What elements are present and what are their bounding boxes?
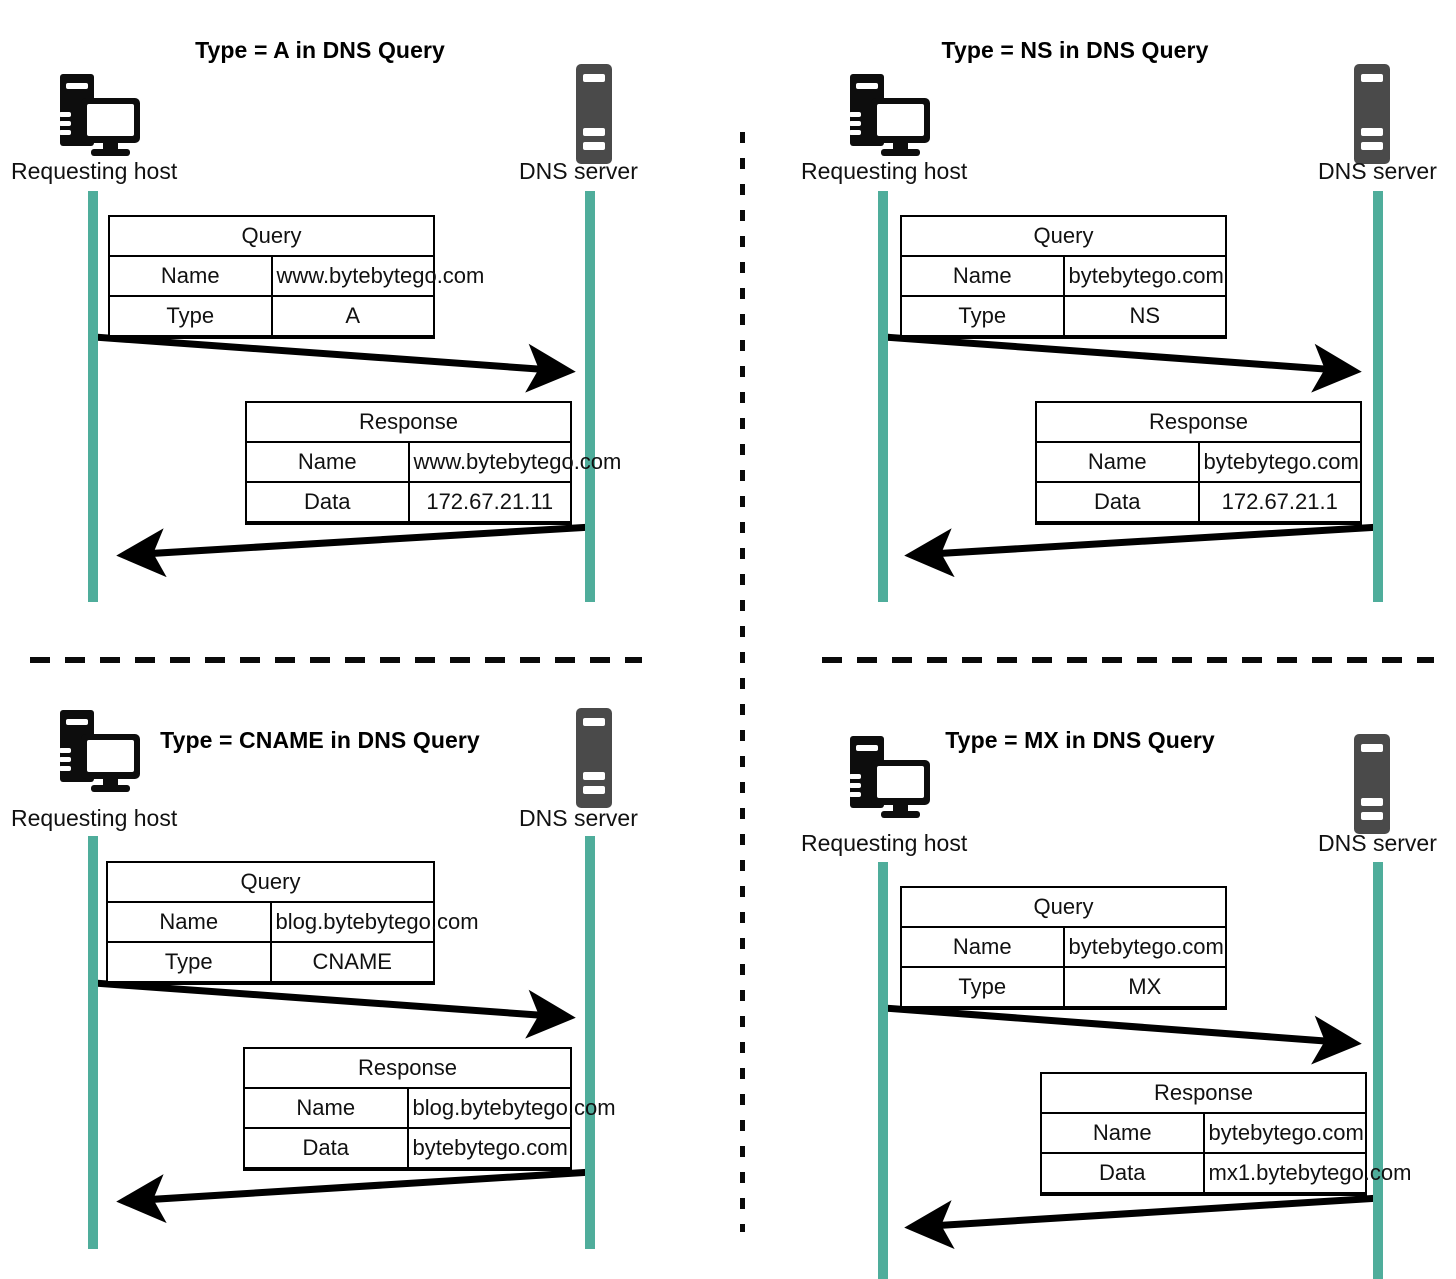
horizontal-dashed-divider-left — [30, 657, 642, 663]
response-row-value: 172.67.21.1 — [1197, 481, 1360, 523]
response-row-key: Data — [1042, 1152, 1205, 1194]
lifeline-requesting-host — [878, 862, 888, 1279]
actor-label-dns-server: DNS server — [519, 805, 638, 831]
desktop-computer-icon — [55, 708, 145, 801]
response-row-value: blog.bytebytego.com — [406, 1087, 616, 1129]
query-row-value: bytebytego.com — [1062, 926, 1225, 968]
panel-title-type-a: Type = A in DNS Query — [195, 37, 445, 63]
desktop-computer-icon — [55, 72, 145, 165]
server-rack-icon — [572, 706, 616, 815]
query-table-header: Query — [108, 863, 433, 903]
response-table-header: Response — [1042, 1074, 1365, 1114]
query-row-key: Type — [108, 941, 272, 983]
lifeline-dns-server — [585, 836, 595, 1249]
query-table-type-mx: Query Name bytebytego.com Type MX — [900, 886, 1227, 1010]
query-table-header: Query — [902, 217, 1225, 257]
actor-label-dns-server: DNS server — [1318, 830, 1437, 856]
query-row-key: Name — [110, 255, 273, 297]
query-table-header: Query — [110, 217, 433, 257]
desktop-computer-icon — [845, 72, 935, 165]
panel-type-a: Type = A in DNS Query Requesting host — [0, 0, 728, 640]
query-table-type-ns: Query Name bytebytego.com Type NS — [900, 215, 1227, 339]
query-row-key: Name — [902, 926, 1065, 968]
lifeline-dns-server — [1373, 191, 1383, 602]
actor-label-requesting-host: Requesting host — [11, 805, 178, 831]
table-row: Name www.bytebytego.com — [247, 441, 621, 483]
server-rack-icon — [572, 62, 616, 171]
table-row: Name bytebytego.com — [902, 926, 1225, 968]
table-row: Type NS — [902, 295, 1225, 337]
response-row-value: 172.67.21.11 — [407, 481, 570, 523]
table-row: Name blog.bytebytego.com — [108, 901, 479, 943]
table-row: Name bytebytego.com — [1037, 441, 1360, 483]
query-row-key: Type — [902, 295, 1065, 337]
table-row: Data 172.67.21.1 — [1037, 481, 1360, 523]
query-row-key: Name — [902, 255, 1065, 297]
table-row: Type A — [110, 295, 433, 337]
table-row: Name bytebytego.com — [902, 255, 1225, 297]
query-table-type-cname: Query Name blog.bytebytego.com Type CNAM… — [106, 861, 479, 985]
table-row: Name bytebytego.com — [1042, 1112, 1365, 1154]
response-table-type-mx: Response Name bytebytego.com Data mx1.by… — [1040, 1072, 1411, 1196]
response-row-value: mx1.bytebytego.com — [1202, 1152, 1411, 1194]
lifeline-requesting-host — [88, 191, 98, 602]
panel-title-type-mx: Type = MX in DNS Query — [945, 727, 1215, 753]
response-row-key: Data — [1037, 481, 1200, 523]
response-table-type-cname: Response Name blog.bytebytego.com Data b… — [243, 1047, 616, 1171]
query-row-key: Type — [902, 966, 1065, 1008]
query-row-key: Name — [108, 901, 272, 943]
response-row-key: Data — [247, 481, 410, 523]
actor-label-dns-server: DNS server — [519, 158, 638, 184]
response-row-key: Name — [247, 441, 410, 483]
response-table-header: Response — [247, 403, 570, 443]
lifeline-dns-server — [585, 191, 595, 602]
server-rack-icon — [1350, 732, 1394, 841]
response-table-type-a: Response Name www.bytebytego.com Data 17… — [245, 401, 621, 525]
response-row-key: Name — [245, 1087, 409, 1129]
query-row-value: bytebytego.com — [1062, 255, 1225, 297]
actor-label-requesting-host: Requesting host — [801, 830, 968, 856]
query-row-value: CNAME — [269, 941, 433, 983]
query-row-value: A — [270, 295, 433, 337]
panel-title-type-ns: Type = NS in DNS Query — [941, 37, 1209, 63]
lifeline-requesting-host — [88, 836, 98, 1249]
query-row-value: www.bytebytego.com — [270, 255, 484, 297]
vertical-dashed-divider — [740, 132, 745, 1232]
response-table-type-ns: Response Name bytebytego.com Data 172.67… — [1035, 401, 1362, 525]
actor-label-dns-server: DNS server — [1318, 158, 1437, 184]
server-rack-icon — [1350, 62, 1394, 171]
lifeline-requesting-host — [878, 191, 888, 602]
actor-label-requesting-host: Requesting host — [801, 158, 968, 184]
query-row-value: NS — [1062, 295, 1225, 337]
panel-type-ns: Type = NS in DNS Query Requesting host — [790, 0, 1456, 640]
panel-type-cname: Type = CNAME in DNS Query Requesting hos… — [0, 646, 728, 1279]
table-row: Type CNAME — [108, 941, 433, 983]
response-row-key: Data — [245, 1127, 409, 1169]
response-row-value: bytebytego.com — [1202, 1112, 1365, 1154]
response-row-key: Name — [1042, 1112, 1205, 1154]
table-row: Type MX — [902, 966, 1225, 1008]
response-table-header: Response — [245, 1049, 570, 1089]
table-row: Data bytebytego.com — [245, 1127, 570, 1169]
response-table-header: Response — [1037, 403, 1360, 443]
query-row-key: Type — [110, 295, 273, 337]
table-row: Data mx1.bytebytego.com — [1042, 1152, 1411, 1194]
query-row-value: MX — [1062, 966, 1225, 1008]
query-table-header: Query — [902, 888, 1225, 928]
response-row-value: bytebytego.com — [406, 1127, 570, 1169]
response-row-value: www.bytebytego.com — [407, 441, 621, 483]
panel-title-type-cname: Type = CNAME in DNS Query — [160, 727, 480, 753]
lifeline-dns-server — [1373, 862, 1383, 1279]
query-table-type-a: Query Name www.bytebytego.com Type A — [108, 215, 484, 339]
response-row-key: Name — [1037, 441, 1200, 483]
desktop-computer-icon — [845, 734, 935, 827]
panel-type-mx: Type = MX in DNS Query Requesting host — [790, 646, 1456, 1279]
actor-label-requesting-host: Requesting host — [11, 158, 178, 184]
response-row-value: bytebytego.com — [1197, 441, 1360, 483]
horizontal-dashed-divider-right — [822, 657, 1434, 663]
table-row: Name blog.bytebytego.com — [245, 1087, 616, 1129]
query-row-value: blog.bytebytego.com — [269, 901, 479, 943]
table-row: Data 172.67.21.11 — [247, 481, 570, 523]
table-row: Name www.bytebytego.com — [110, 255, 484, 297]
